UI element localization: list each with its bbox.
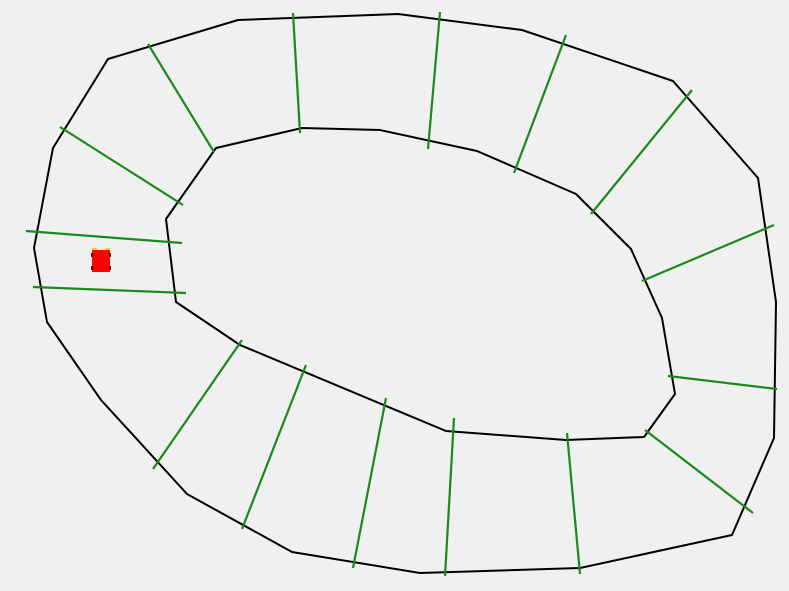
- car-wheel: [109, 266, 111, 270]
- car-wheel: [109, 253, 111, 257]
- checkpoint-line: [590, 89, 693, 215]
- checkpoint-line: [59, 126, 184, 206]
- checkpoint-line: [443, 417, 456, 577]
- car-wheel: [91, 266, 93, 270]
- outer-track-boundary: [33, 13, 777, 574]
- checkpoint-line: [32, 285, 187, 295]
- checkpoint-line: [240, 364, 308, 530]
- checkpoint-line: [565, 432, 582, 575]
- checkpoint-line: [641, 223, 775, 283]
- checkpoint-line: [667, 374, 778, 391]
- car-headlight-right: [105, 248, 110, 251]
- inner-track-boundary: [165, 127, 676, 441]
- car-headlight-left: [92, 248, 97, 251]
- checkpoint-line: [152, 339, 243, 470]
- checkpoint-line: [512, 34, 568, 174]
- checkpoint-line: [147, 43, 215, 153]
- checkpoint-line: [644, 429, 754, 514]
- checkpoint-line: [426, 11, 442, 150]
- red-car-icon[interactable]: [91, 248, 111, 272]
- car-body: [92, 250, 110, 272]
- checkpoint-line: [25, 229, 183, 245]
- checkpoint-line: [351, 397, 388, 569]
- car-wheel: [91, 253, 93, 257]
- checkpoint-lines: [25, 11, 778, 577]
- checkpoint-line: [291, 12, 302, 134]
